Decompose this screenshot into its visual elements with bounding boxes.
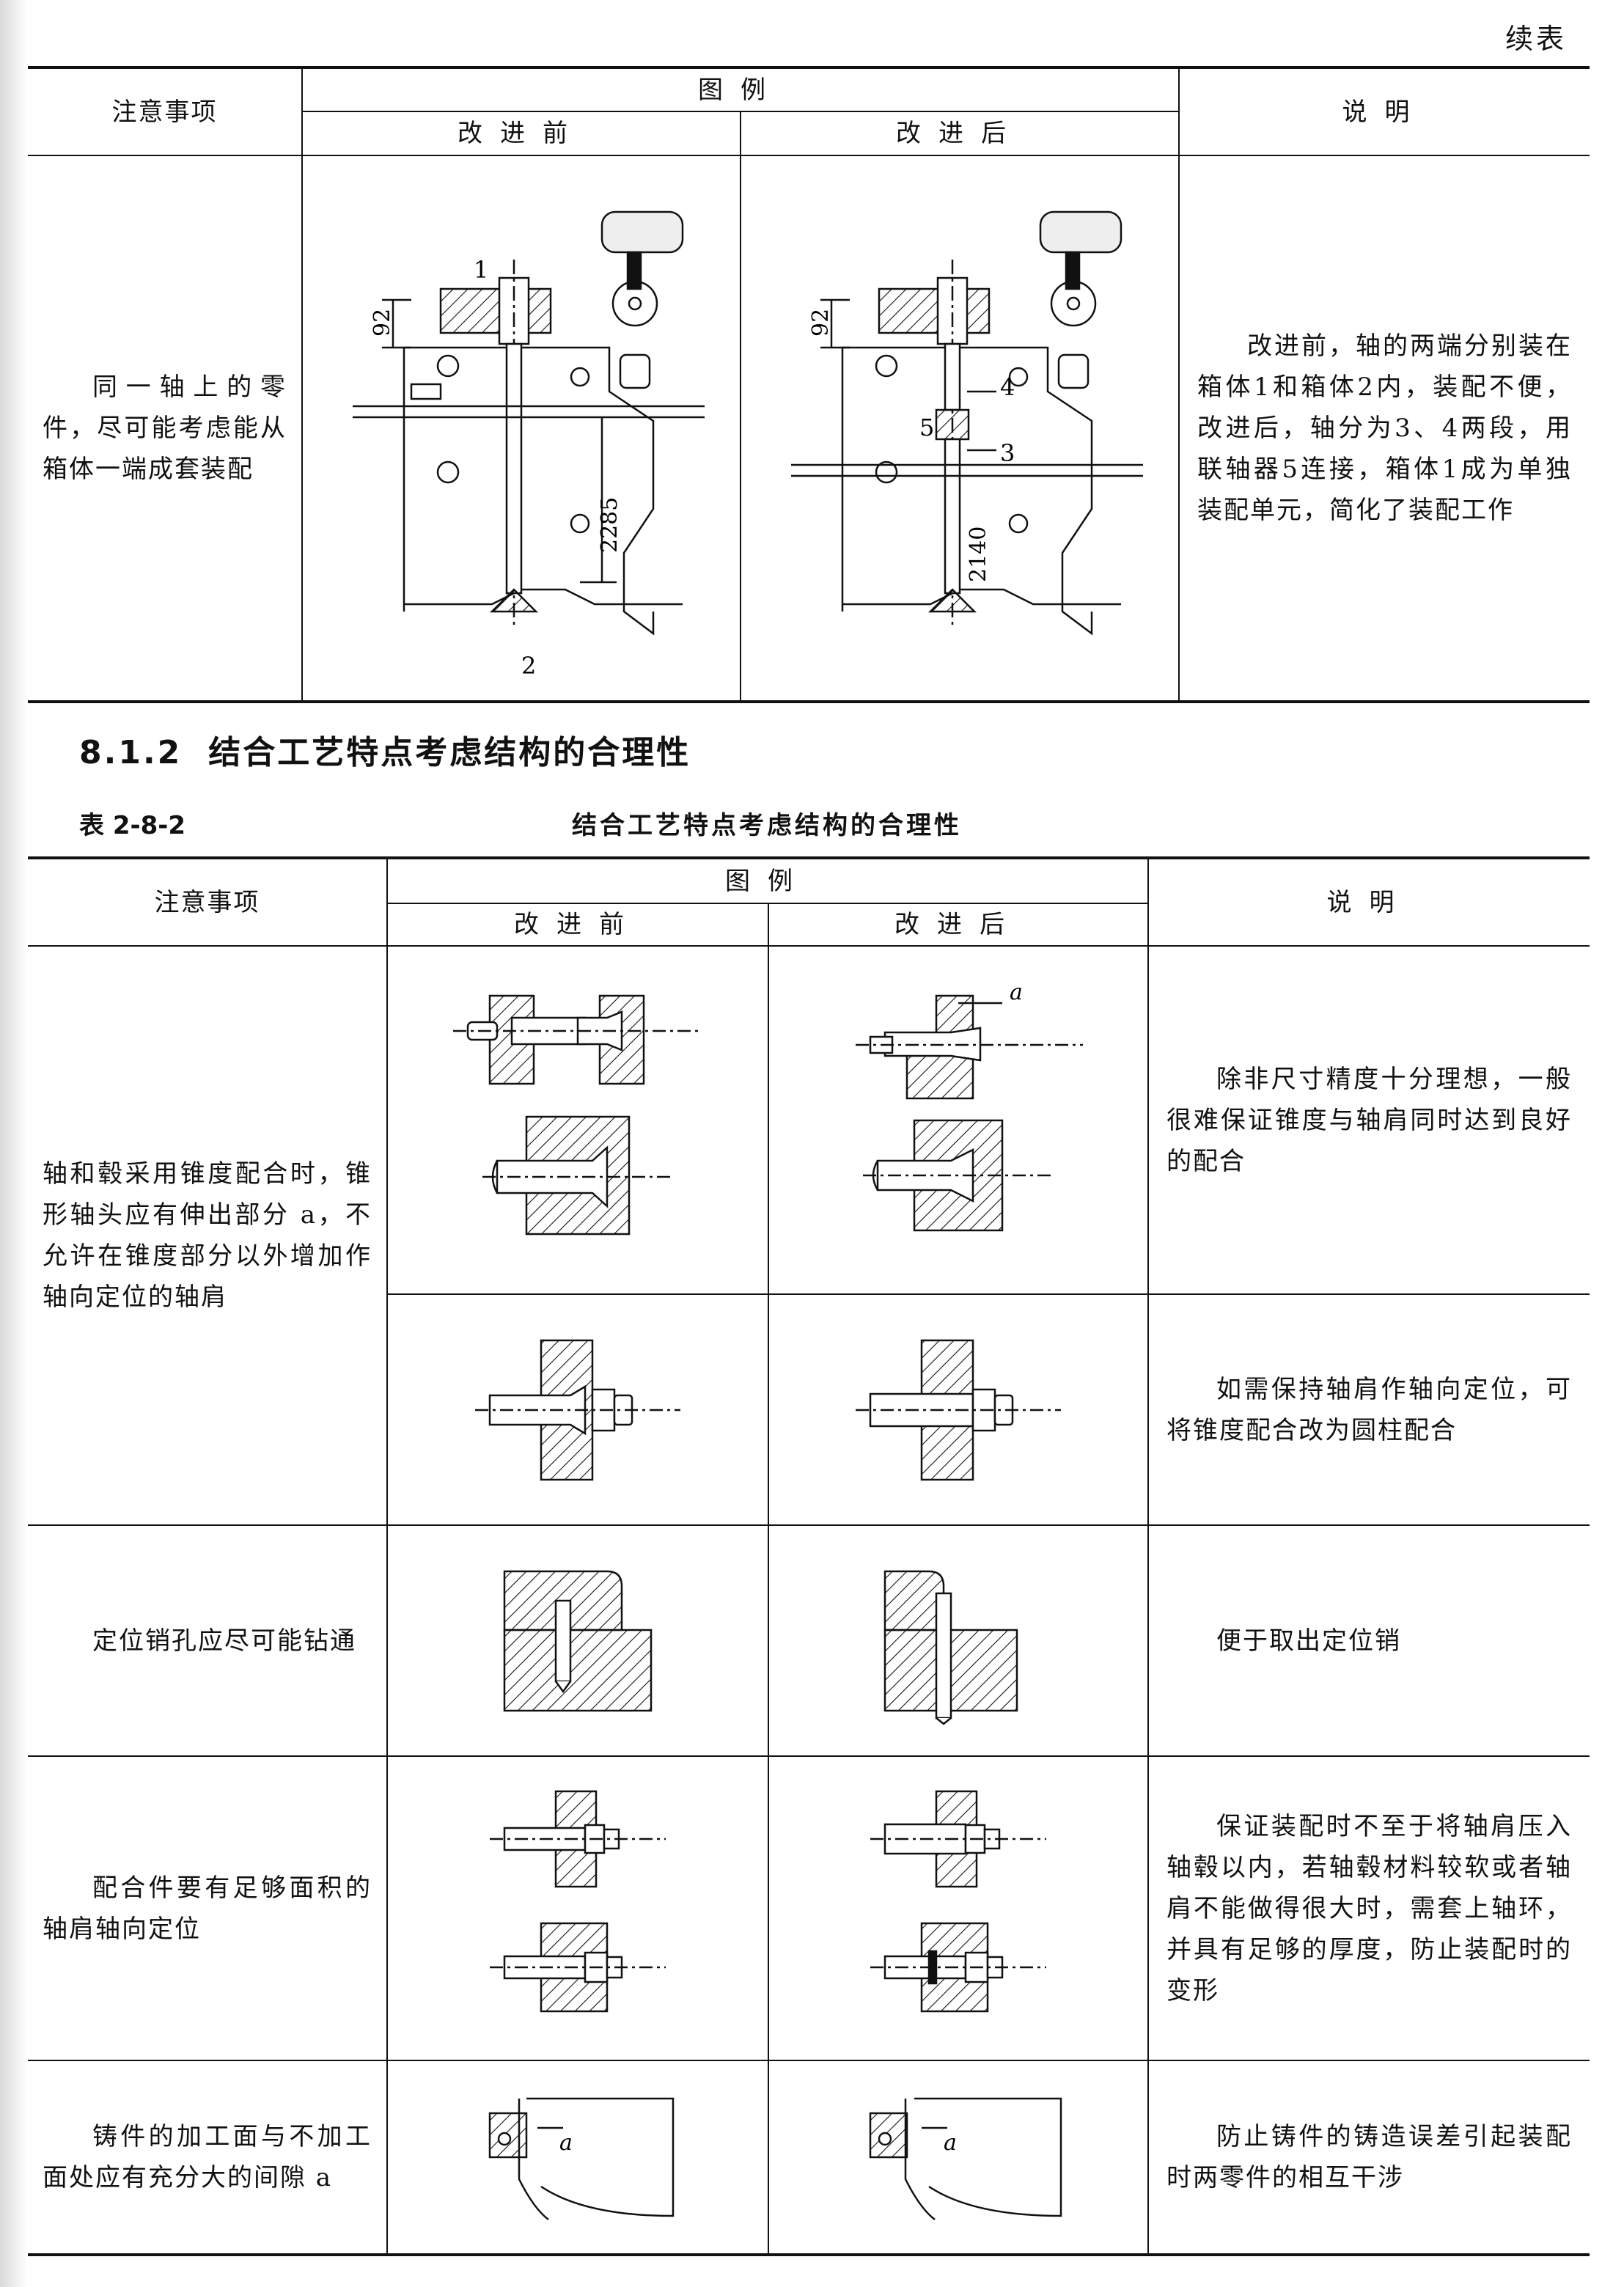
- label-part-2: 2: [521, 652, 536, 680]
- header-before: 改进前: [387, 903, 769, 947]
- hub-after-drawing: [856, 1339, 1061, 1480]
- explanation-taper-b: 如需保持轴肩作轴向定位，可将锥度配合改为圆柱配合: [1147, 1293, 1590, 1526]
- explanation-shoulder: 保证装配时不至于将轴肩压入轴毂以内，若轴毂材料较软或者轴肩不能做得很大时，需套上…: [1147, 1755, 1590, 2061]
- explanation-text: 改进前，轴的两端分别装在箱体1和箱体2内，装配不便，改进后，轴分为3、4两段，用…: [1197, 331, 1572, 525]
- note-text: 铸件的加工面与不加工面处应有充分大的间隙 a: [43, 2122, 372, 2192]
- section-title: 8.1.2 结合工艺特点考虑结构的合理性: [79, 726, 691, 773]
- explanation-text: 如需保持轴肩作轴向定位，可将锥度配合改为圆柱配合: [1166, 1374, 1572, 1445]
- note-casting-gap: 铸件的加工面与不加工面处应有充分大的间隙 a: [28, 2060, 388, 2256]
- dim-top-before: 92: [370, 309, 395, 337]
- header-explanation: 说明: [1147, 856, 1590, 947]
- figure-before: 1 2 92 2285: [301, 155, 741, 703]
- explanation-text: 防止铸件的铸造误差引起装配时两零件的相互干涉: [1166, 2122, 1572, 2192]
- casting-before-drawing: a: [488, 2097, 675, 2220]
- table-number: 表 2-8-2: [79, 811, 186, 840]
- header-example: 图例: [301, 66, 1180, 112]
- section-title-text: 结合工艺特点考虑结构的合理性: [208, 734, 691, 771]
- section-number: 8.1.2: [79, 734, 183, 771]
- note-taper-fit: 轴和毂采用锥度配合时，锥形轴头应有伸出部分 a，不允许在锥度部分以外增加作轴向定…: [28, 945, 388, 1526]
- label-part-5: 5: [919, 414, 934, 441]
- note-text: 轴和毂采用锥度配合时，锥形轴头应有伸出部分 a，不允许在锥度部分以外增加作轴向定…: [43, 1159, 372, 1312]
- note-shoulder: 配合件要有足够面积的轴肩轴向定位: [28, 1755, 388, 2061]
- casting-after-drawing: a: [869, 2097, 1062, 2220]
- dim-length-before: 2285: [597, 497, 622, 553]
- explanation-text: 除非尺寸精度十分理想，一般很难保证锥度与轴肩同时达到良好的配合: [1166, 1064, 1572, 1176]
- figure-dowel-after: [768, 1524, 1149, 1757]
- header-after: 改进后: [768, 903, 1148, 947]
- figure-taper-after: a: [768, 945, 1149, 1295]
- explanation-cell: 改进前，轴的两端分别装在箱体1和箱体2内，装配不便，改进后，轴分为3、4两段，用…: [1178, 155, 1590, 703]
- table-title: 结合工艺特点考虑结构的合理性: [572, 811, 962, 840]
- label-part-4: 4: [1000, 373, 1015, 401]
- header-note: 注意事项: [28, 66, 303, 156]
- figure-taper-before: [386, 945, 769, 1295]
- dim-length-after: 2140: [966, 526, 991, 582]
- figure-hub-after: [768, 1293, 1149, 1526]
- header-note: 注意事项: [28, 856, 388, 947]
- label-a-casting-before: a: [559, 2130, 573, 2156]
- explanation-casting: 防止铸件的铸造误差引起装配时两零件的相互干涉: [1147, 2060, 1590, 2256]
- explanation-text: 保证装配时不至于将轴肩压入轴毂以内，若轴毂材料较软或者轴肩不能做得很大时，需套上…: [1166, 1811, 1572, 2005]
- gearbox-before-drawing: 1 2 92 2285: [353, 210, 705, 680]
- header-before: 改进前: [302, 111, 741, 156]
- figure-after: 4 5 3 92 2140: [740, 155, 1180, 703]
- explanation-dowel: 便于取出定位销: [1147, 1524, 1590, 1757]
- hub-before-drawing: [475, 1339, 680, 1480]
- scan-edge-shadow: [0, 0, 28, 2287]
- taper-shaft-before-drawing: [453, 994, 702, 1235]
- header-example: 图例: [386, 856, 1149, 904]
- gearbox-after-drawing: 4 5 3 92 2140: [791, 210, 1143, 636]
- figure-casting-after: a: [768, 2060, 1149, 2256]
- explanation-taper-a: 除非尺寸精度十分理想，一般很难保证锥度与轴肩同时达到良好的配合: [1147, 945, 1590, 1295]
- explanation-text: 便于取出定位销: [1216, 1626, 1401, 1656]
- dowel-after-drawing: [883, 1570, 1018, 1725]
- label-part-1: 1: [474, 256, 488, 284]
- header-explanation: 说明: [1178, 66, 1590, 156]
- label-a-casting-after: a: [944, 2130, 957, 2156]
- note-dowel-hole: 定位销孔应尽可能钻通: [28, 1524, 388, 1757]
- continued-table: 注意事项 图例 说明 改进前 改进后 同一轴上的零件，尽可能考虑能从箱体一端成套…: [28, 66, 1590, 703]
- label-part-3: 3: [1000, 439, 1015, 467]
- note-text: 配合件要有足够面积的轴肩轴向定位: [43, 1873, 372, 1944]
- figure-casting-before: a: [386, 2060, 769, 2256]
- dim-top-after: 92: [808, 309, 834, 337]
- note-text: 定位销孔应尽可能钻通: [92, 1626, 356, 1656]
- dowel-before-drawing: [503, 1570, 653, 1711]
- figure-shoulder-after: [768, 1755, 1149, 2061]
- figure-hub-before: [387, 1293, 769, 1526]
- shoulder-after-drawing: [870, 1790, 1046, 2012]
- label-a-taper: a: [1010, 980, 1023, 1005]
- note-text: 同一轴上的零件，尽可能考虑能从箱体一端成套装配: [43, 372, 287, 484]
- header-after: 改进后: [740, 111, 1179, 156]
- shoulder-before-drawing: [490, 1790, 666, 2012]
- figure-shoulder-before: [386, 1755, 769, 2061]
- note-cell: 同一轴上的零件，尽可能考虑能从箱体一端成套装配: [28, 155, 303, 703]
- figure-dowel-before: [386, 1524, 769, 1757]
- continued-label: 续表: [1504, 23, 1567, 55]
- main-table: 注意事项 图例 说明 改进前 改进后 轴和毂采用锥度配合时，锥形轴头应有伸出部分…: [28, 856, 1590, 2256]
- taper-shaft-after-drawing: a: [856, 980, 1083, 1231]
